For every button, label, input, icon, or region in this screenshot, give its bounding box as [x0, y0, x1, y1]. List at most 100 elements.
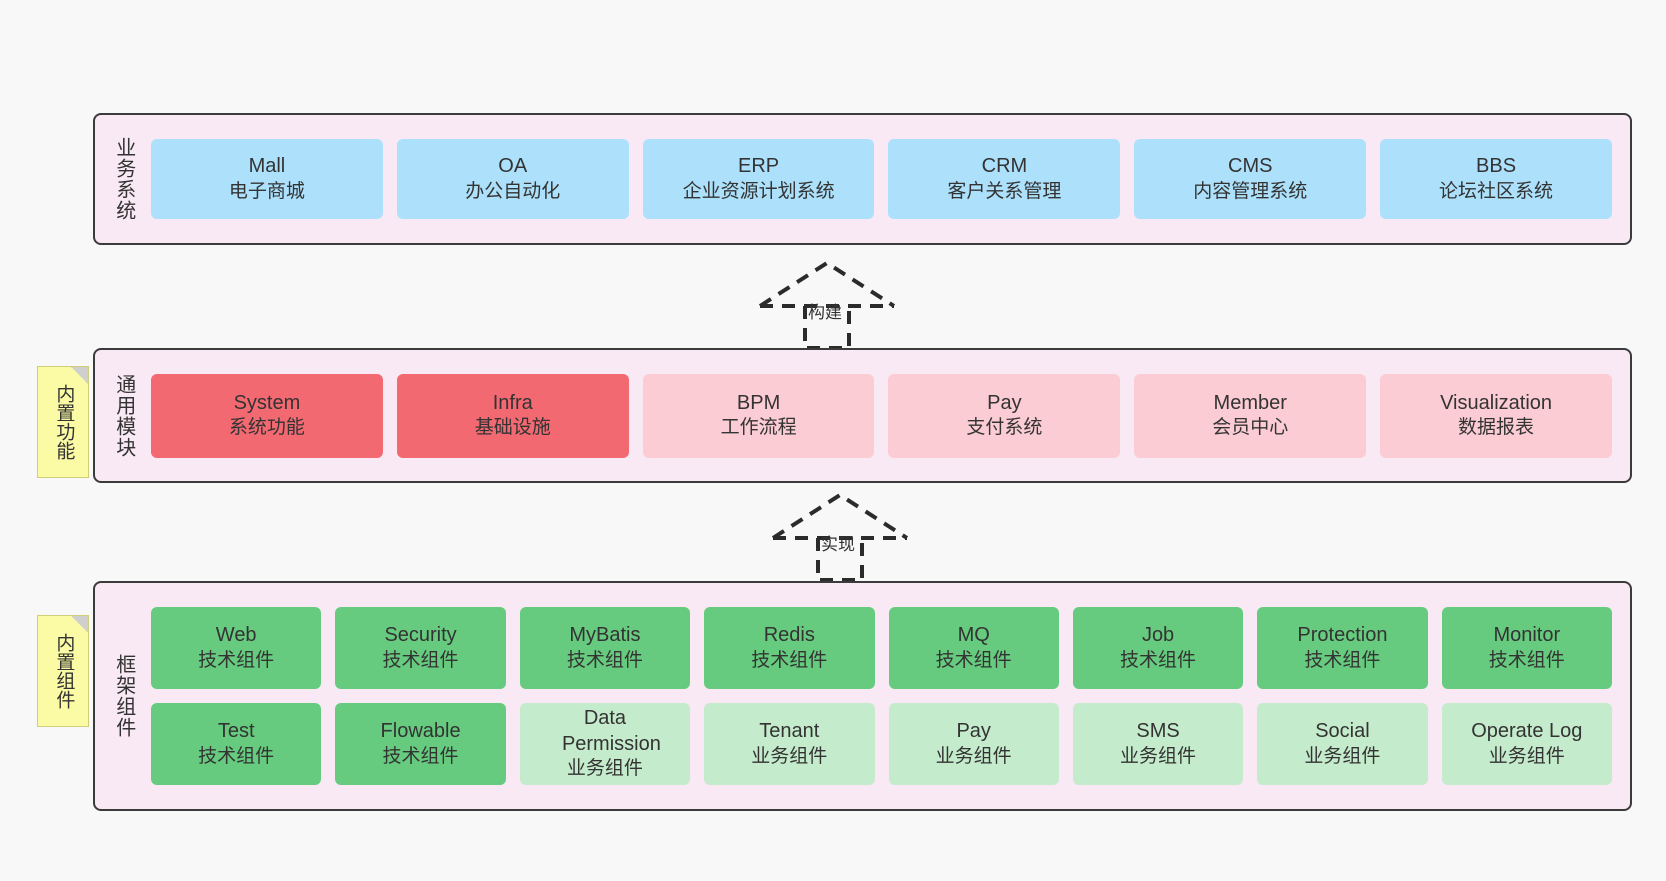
card-test[interactable]: Test 技术组件 [151, 703, 322, 785]
connector-implement: 实现 [768, 490, 948, 582]
card-security[interactable]: Security 技术组件 [335, 607, 506, 689]
card-erp[interactable]: ERP 企业资源计划系统 [642, 139, 875, 219]
card-subtitle: 电子商城 [228, 180, 305, 202]
card-title: Visualization [1440, 391, 1553, 414]
card-subtitle: 基础设施 [474, 417, 551, 439]
card-title: Redis [763, 624, 815, 647]
card-title: CRM [981, 155, 1028, 178]
card-subtitle: 技术组件 [382, 649, 459, 671]
layer-label-module: 通用模块 [112, 373, 135, 458]
card-row: Test 技术组件 Flowable 技术组件 Data Permission … [151, 703, 1612, 785]
card-title: ERP [738, 155, 780, 178]
card-subtitle: 办公自动化 [465, 180, 561, 202]
card-subtitle: 技术组件 [1120, 649, 1197, 671]
note-builtin-component: 内置组件 [37, 615, 89, 727]
card-protection[interactable]: Protection 技术组件 [1257, 607, 1428, 689]
card-title: Infra [492, 391, 533, 414]
card-row: Web 技术组件 Security 技术组件 MyBatis 技术组件 Redi… [151, 607, 1612, 689]
card-subtitle: 技术组件 [1488, 649, 1565, 671]
connector-build: 构建 [755, 258, 935, 350]
card-system[interactable]: System 系统功能 [151, 373, 383, 458]
card-subtitle: 业务组件 [1304, 745, 1381, 767]
card-title: BBS [1476, 155, 1517, 178]
card-title: Pay [987, 391, 1022, 414]
card-subtitle: 技术组件 [935, 649, 1012, 671]
card-oa[interactable]: OA 办公自动化 [396, 139, 629, 219]
card-subtitle: 论坛社区系统 [1439, 180, 1554, 202]
card-mall[interactable]: Mall 电子商城 [151, 139, 383, 219]
card-pay-module[interactable]: Pay 支付系统 [888, 373, 1121, 458]
card-sms[interactable]: SMS 业务组件 [1072, 703, 1244, 785]
card-title: OA [498, 155, 528, 178]
card-title: MQ [957, 624, 990, 647]
card-row: Mall 电子商城 OA 办公自动化 ERP 企业资源计划系统 CRM 客户关系… [151, 139, 1612, 219]
card-data-permission[interactable]: Data Permission 业务组件 [519, 703, 691, 785]
card-title: Mall [248, 155, 286, 178]
card-subtitle: 业务组件 [935, 745, 1012, 767]
layer-framework-component: 框架组件 Web 技术组件 Security 技术组件 MyBatis 技术组件… [93, 581, 1632, 811]
card-title: Protection [1297, 624, 1388, 647]
layer-label-framework: 框架组件 [112, 654, 135, 738]
card-operate-log[interactable]: Operate Log 业务组件 [1441, 703, 1612, 785]
card-crm[interactable]: CRM 客户关系管理 [888, 139, 1121, 219]
card-bpm[interactable]: BPM 工作流程 [642, 373, 875, 458]
card-redis[interactable]: Redis 技术组件 [704, 607, 875, 689]
card-subtitle: 企业资源计划系统 [682, 180, 835, 202]
implement-arrow-shape [771, 492, 909, 582]
build-arrow-shape [758, 260, 896, 350]
card-flowable[interactable]: Flowable 技术组件 [335, 703, 506, 785]
card-subtitle: 内容管理系统 [1193, 180, 1308, 202]
card-cms[interactable]: CMS 内容管理系统 [1134, 139, 1367, 219]
card-monitor[interactable]: Monitor 技术组件 [1441, 607, 1612, 689]
card-subtitle: 技术组件 [198, 745, 275, 767]
card-mybatis[interactable]: MyBatis 技术组件 [519, 607, 691, 689]
card-tenant[interactable]: Tenant 业务组件 [704, 703, 875, 785]
card-title: Security [384, 624, 457, 647]
card-title: Member [1213, 391, 1287, 414]
note-builtin-function: 内置功能 [37, 366, 89, 478]
layer-body-module: System 系统功能 Infra 基础设施 BPM 工作流程 Pay 支付系统… [151, 350, 1630, 481]
card-title: CMS [1228, 155, 1273, 178]
note-fold-corner [71, 616, 88, 633]
card-subtitle: 数据报表 [1458, 417, 1535, 439]
card-bbs[interactable]: BBS 论坛社区系统 [1380, 139, 1612, 219]
card-title: Social [1315, 720, 1370, 743]
card-title: Pay [956, 720, 991, 743]
connector-implement-label: 实现 [821, 535, 855, 554]
card-title: Monitor [1493, 624, 1561, 647]
card-pay-component[interactable]: Pay 业务组件 [888, 703, 1059, 785]
card-subtitle: 会员中心 [1212, 417, 1289, 439]
card-title: Flowable [380, 720, 461, 743]
card-title: SMS [1136, 720, 1180, 743]
card-mq[interactable]: MQ 技术组件 [888, 607, 1059, 689]
card-web[interactable]: Web 技术组件 [151, 607, 322, 689]
card-subtitle: 系统功能 [228, 417, 305, 439]
card-title: System [233, 391, 301, 414]
card-title: Operate Log [1471, 720, 1583, 743]
card-title: Data Permission [561, 707, 661, 755]
card-row: System 系统功能 Infra 基础设施 BPM 工作流程 Pay 支付系统… [151, 373, 1612, 458]
card-subtitle: 业务组件 [1488, 745, 1565, 767]
card-subtitle: 技术组件 [566, 649, 643, 671]
card-subtitle: 技术组件 [382, 745, 459, 767]
card-subtitle: 客户关系管理 [947, 180, 1062, 202]
card-visualization[interactable]: Visualization 数据报表 [1380, 373, 1612, 458]
card-infra[interactable]: Infra 基础设施 [396, 373, 629, 458]
card-title: Job [1141, 624, 1175, 647]
connector-build-label: 构建 [808, 303, 842, 322]
card-subtitle: 支付系统 [966, 417, 1043, 439]
layer-business-system: 业务系统 Mall 电子商城 OA 办公自动化 ERP 企业资源计划系统 CRM [93, 113, 1632, 245]
layer-body-business: Mall 电子商城 OA 办公自动化 ERP 企业资源计划系统 CRM 客户关系… [151, 115, 1630, 243]
card-subtitle: 业务组件 [751, 745, 828, 767]
card-title: MyBatis [569, 624, 641, 647]
card-title: BPM [736, 391, 781, 414]
card-subtitle: 业务组件 [1120, 745, 1197, 767]
card-subtitle: 技术组件 [1304, 649, 1381, 671]
card-title: Test [217, 720, 255, 743]
card-job[interactable]: Job 技术组件 [1072, 607, 1244, 689]
card-subtitle: 工作流程 [720, 417, 797, 439]
card-member[interactable]: Member 会员中心 [1134, 373, 1367, 458]
note-fold-corner [71, 367, 88, 384]
card-social[interactable]: Social 业务组件 [1257, 703, 1428, 785]
